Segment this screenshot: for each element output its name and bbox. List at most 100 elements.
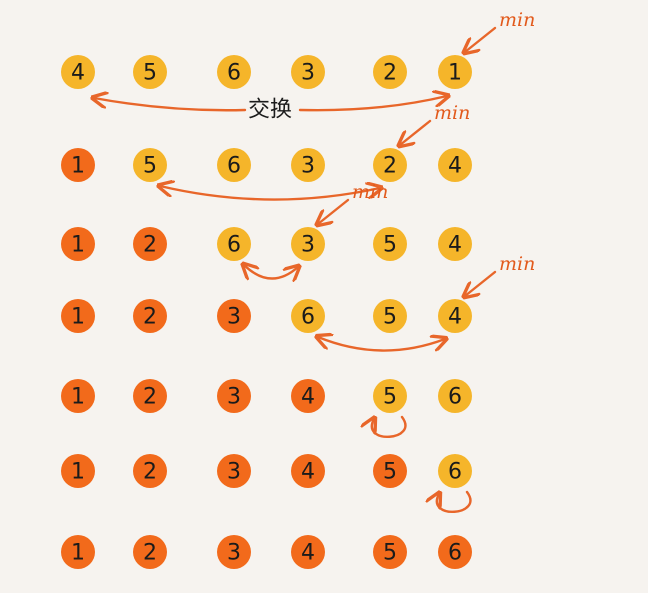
number-circle: 2 (133, 227, 167, 261)
number-circle: 4 (438, 299, 472, 333)
circle-value: 5 (383, 460, 397, 485)
number-circle: 3 (291, 227, 325, 261)
circle-value: 5 (383, 233, 397, 258)
sorted-circle (291, 535, 325, 569)
circle-value: 6 (448, 541, 462, 566)
number-circle: 6 (217, 148, 251, 182)
circle-value: 4 (448, 154, 462, 179)
unsorted-circle (217, 55, 251, 89)
number-circle: 2 (373, 148, 407, 182)
sorted-circle (61, 379, 95, 413)
number-circle: 5 (373, 227, 407, 261)
unsorted-circle (217, 227, 251, 261)
unsorted-circle (133, 148, 167, 182)
circle-value: 3 (227, 305, 241, 330)
swap-arrow (244, 265, 298, 279)
circle-value: 1 (71, 385, 85, 410)
circle-value: 5 (383, 305, 397, 330)
sorted-circle (133, 299, 167, 333)
circle-value: 2 (143, 233, 157, 258)
number-circle: 1 (61, 535, 95, 569)
circle-value: 1 (71, 154, 85, 179)
circle-value: 5 (383, 385, 397, 410)
min-arrow (318, 198, 350, 224)
circle-value: 3 (227, 541, 241, 566)
circle-value: 2 (383, 61, 397, 86)
number-circle: 1 (61, 227, 95, 261)
number-circle: 2 (373, 55, 407, 89)
circle-value: 6 (448, 460, 462, 485)
number-circle: 4 (291, 379, 325, 413)
unsorted-circle (217, 148, 251, 182)
swap-label: 交换 (248, 98, 292, 123)
unsorted-circle (373, 299, 407, 333)
sorted-circle (438, 535, 472, 569)
circle-value: 4 (71, 61, 85, 86)
sorted-circle (61, 227, 95, 261)
circle-value: 6 (301, 305, 315, 330)
min-arrow (465, 26, 497, 52)
sorted-circle (217, 535, 251, 569)
min-arrow (400, 119, 432, 145)
unsorted-circle (438, 55, 472, 89)
number-circle: 1 (61, 379, 95, 413)
sorted-circle (291, 454, 325, 488)
circle-value: 2 (143, 385, 157, 410)
number-circle: 6 (291, 299, 325, 333)
circle-value: 5 (383, 541, 397, 566)
circle-value: 6 (227, 233, 241, 258)
circle-value: 1 (71, 460, 85, 485)
number-circle: 6 (217, 55, 251, 89)
number-circle: 2 (133, 535, 167, 569)
unsorted-circle (438, 227, 472, 261)
circle-value: 2 (143, 305, 157, 330)
unsorted-circle (373, 227, 407, 261)
swap-arrow (318, 337, 445, 352)
number-circle: 1 (61, 299, 95, 333)
unsorted-circle (373, 55, 407, 89)
number-circle: 6 (438, 454, 472, 488)
number-circle: 3 (291, 148, 325, 182)
min-arrow (465, 270, 497, 296)
number-circle: 4 (438, 227, 472, 261)
min-label: min (434, 102, 470, 124)
unsorted-circle (133, 55, 167, 89)
unsorted-circle (373, 379, 407, 413)
circle-value: 6 (227, 154, 241, 179)
unsorted-circle (291, 227, 325, 261)
unsorted-circle (291, 299, 325, 333)
unsorted-circle (291, 55, 325, 89)
circle-value: 3 (227, 385, 241, 410)
arrows-layer (94, 26, 497, 513)
min-label: min (352, 181, 388, 203)
circle-value: 4 (301, 460, 315, 485)
circle-value: 1 (71, 541, 85, 566)
sorted-circle (61, 454, 95, 488)
unsorted-circle (373, 148, 407, 182)
number-circle: 1 (61, 454, 95, 488)
circle-value: 3 (301, 61, 315, 86)
circle-value: 4 (301, 541, 315, 566)
number-circle: 4 (438, 148, 472, 182)
circle-value: 1 (71, 233, 85, 258)
number-circle: 3 (217, 454, 251, 488)
number-circle: 5 (133, 55, 167, 89)
number-circle: 4 (291, 535, 325, 569)
number-circle: 4 (291, 454, 325, 488)
circle-value: 5 (143, 61, 157, 86)
sorted-circle (61, 535, 95, 569)
swap-self-arrow (437, 492, 472, 513)
number-circle: 3 (217, 535, 251, 569)
swap-arrow-left (94, 98, 247, 112)
number-circle: 6 (438, 379, 472, 413)
sorted-circle (373, 535, 407, 569)
sorted-circle (217, 379, 251, 413)
min-label: min (499, 253, 535, 275)
number-circle: 5 (133, 148, 167, 182)
sorted-circle (61, 299, 95, 333)
circle-value: 4 (448, 233, 462, 258)
unsorted-circle (438, 379, 472, 413)
